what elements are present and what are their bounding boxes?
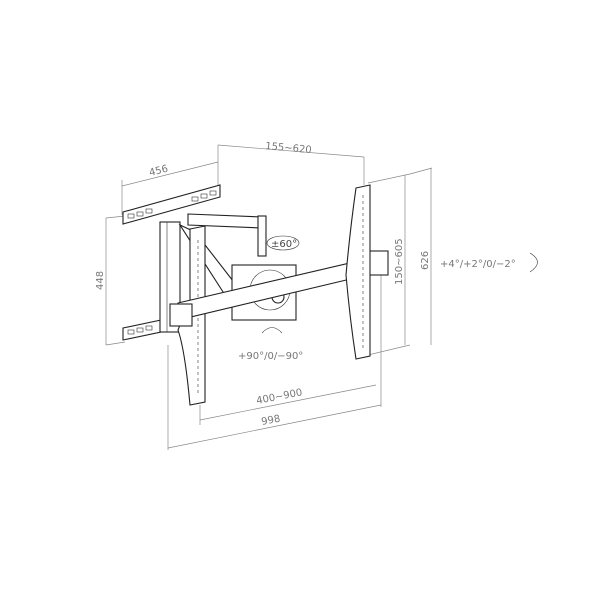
tilt-label: +4°/+2°/0/−2° (440, 259, 516, 270)
dim-bracket-height: 626 (420, 251, 431, 270)
dim-vertical-vesa: 150~605 (394, 238, 405, 285)
crossbar (169, 250, 389, 327)
tilt-arrow-icon (529, 252, 538, 273)
swivel-label: ±60° (271, 239, 297, 250)
rotation-arrow-icon (261, 327, 283, 334)
rotation-arrows (261, 235, 538, 334)
dimension-lines (105, 144, 433, 450)
swivel-arrow-icon (266, 235, 300, 251)
dim-wall-plate-height: 448 (95, 271, 106, 290)
rotation-label: +90°/0/−90° (238, 351, 303, 362)
dim-arm-extension: 155~620 (265, 141, 312, 156)
right-tv-bracket (345, 184, 371, 360)
dim-wall-plate-width: 456 (148, 164, 169, 179)
dim-overall-width: 998 (260, 414, 281, 428)
